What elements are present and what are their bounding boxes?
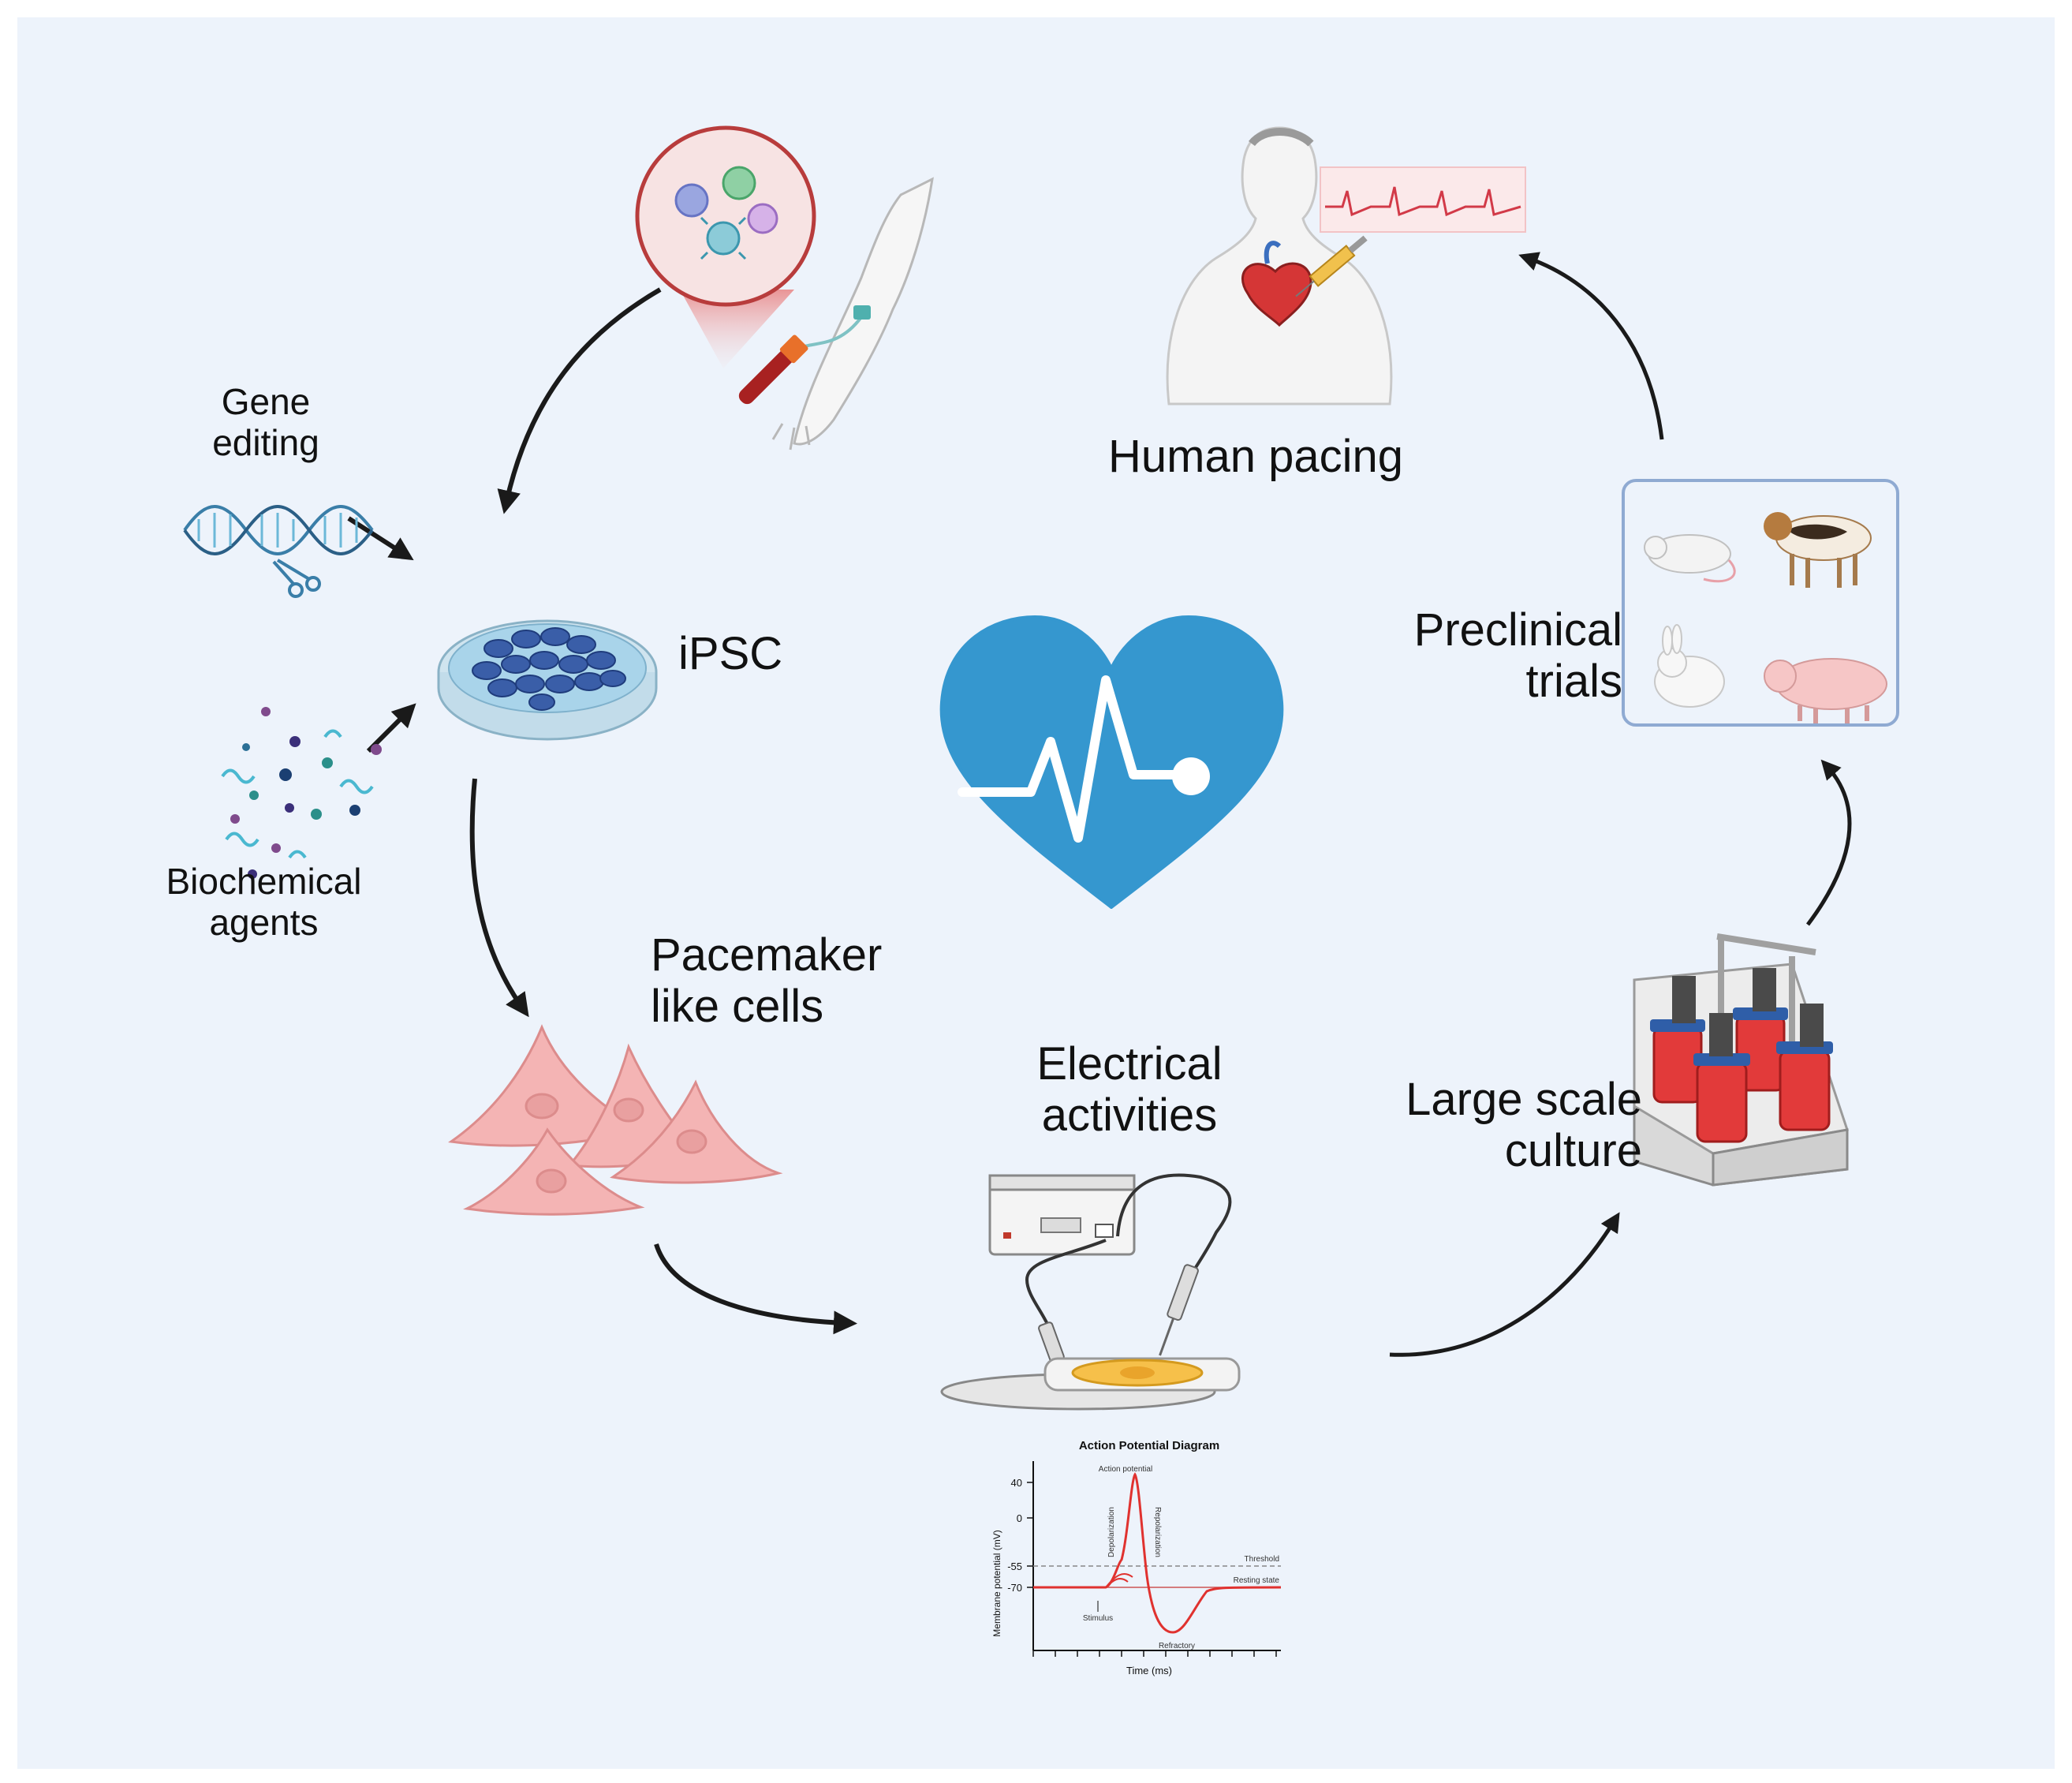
label-gene-editing: Gene editing	[187, 381, 345, 463]
heart-logo-icon	[939, 615, 1284, 909]
ap-ytick-minus70: -70	[1007, 1582, 1022, 1594]
ap-trace	[1033, 1472, 1282, 1634]
label-biochemical-line2: agents	[209, 901, 319, 943]
label-biochemical-line1: Biochemical	[166, 861, 362, 902]
ap-annot-stimulus: Stimulus	[1083, 1614, 1113, 1623]
action-potential-diagram: Action Potential Diagram Membrane potent…	[991, 1439, 1282, 1676]
ap-annot-depolarization: Depolarization	[1107, 1507, 1116, 1557]
ap-annot-peak: Action potential	[1099, 1465, 1152, 1474]
label-human-pacing: Human pacing	[1108, 431, 1403, 482]
ap-ytick-0: 0	[1017, 1512, 1022, 1524]
label-ipsc: iPSC	[678, 628, 783, 679]
ap-annot-refractory: Refractory	[1159, 1642, 1195, 1650]
rabbit-icon	[1654, 624, 1725, 708]
label-pacemaker-line2: like cells	[651, 980, 824, 1032]
arrow-blood-to-ipsc	[497, 287, 662, 514]
human-pacing-illustration	[1166, 126, 1526, 406]
label-large-scale-culture: Large scale culture	[1366, 1074, 1642, 1177]
ap-annot-resting: Resting state	[1234, 1576, 1280, 1585]
label-preclinical-line2: trials	[1525, 655, 1622, 707]
label-electrical-line1: Electrical	[1036, 1038, 1223, 1090]
arrow-gene-editing	[347, 516, 414, 561]
rat-icon	[1644, 534, 1736, 583]
diagram-canvas: Gene editing iPSC Biochemical agents Pac…	[17, 17, 2055, 1769]
label-biochemical-agents: Biochemical agents	[151, 861, 376, 943]
diagram-artwork	[183, 125, 1899, 1411]
label-preclinical-line1: Preclinical	[1413, 604, 1622, 656]
ap-ylabel: Membrane potential (mV)	[991, 1530, 1002, 1636]
ap-ytick-40: 40	[1011, 1477, 1022, 1489]
label-gene-editing-line1: Gene	[221, 381, 311, 422]
bioreactor-illustration	[1633, 933, 1849, 1187]
ap-xlabel: Time (ms)	[1126, 1665, 1172, 1676]
label-large-scale-line1: Large scale	[1406, 1074, 1642, 1125]
ap-annot-threshold: Threshold	[1245, 1555, 1279, 1564]
blood-draw-illustration	[635, 125, 934, 450]
dna-illustration	[183, 505, 374, 598]
arrow-pacemaker-to-electrical	[654, 1243, 857, 1335]
arrow-ipsc-to-pacemaker	[469, 778, 529, 1018]
preclinical-animals-box	[1622, 479, 1899, 727]
petri-dish-illustration	[437, 619, 658, 741]
arrow-electrical-to-culture	[1389, 1212, 1620, 1357]
label-large-scale-line2: culture	[1504, 1124, 1642, 1176]
dog-icon	[1764, 512, 1872, 588]
arrow-culture-to-preclinical	[1805, 759, 1852, 926]
label-preclinical-trials: Preclinical trials	[1358, 604, 1622, 708]
label-gene-editing-line2: editing	[212, 421, 319, 463]
pacemaker-cells-illustration	[448, 1024, 783, 1216]
ap-title: Action Potential Diagram	[1079, 1439, 1219, 1452]
label-electrical-line2: activities	[1041, 1089, 1218, 1141]
biochemical-agents-illustration	[221, 707, 382, 879]
pig-icon	[1764, 658, 1887, 723]
ap-annot-repolarization: Repolarization	[1153, 1507, 1162, 1557]
label-pacemaker-cells: Pacemaker like cells	[651, 929, 883, 1033]
ap-ytick-minus55: -55	[1007, 1561, 1022, 1572]
patch-clamp-illustration	[940, 1173, 1241, 1411]
label-electrical-activities: Electrical activities	[995, 1038, 1264, 1142]
arrow-preclinical-to-human	[1518, 252, 1664, 440]
label-pacemaker-line1: Pacemaker	[651, 929, 883, 981]
